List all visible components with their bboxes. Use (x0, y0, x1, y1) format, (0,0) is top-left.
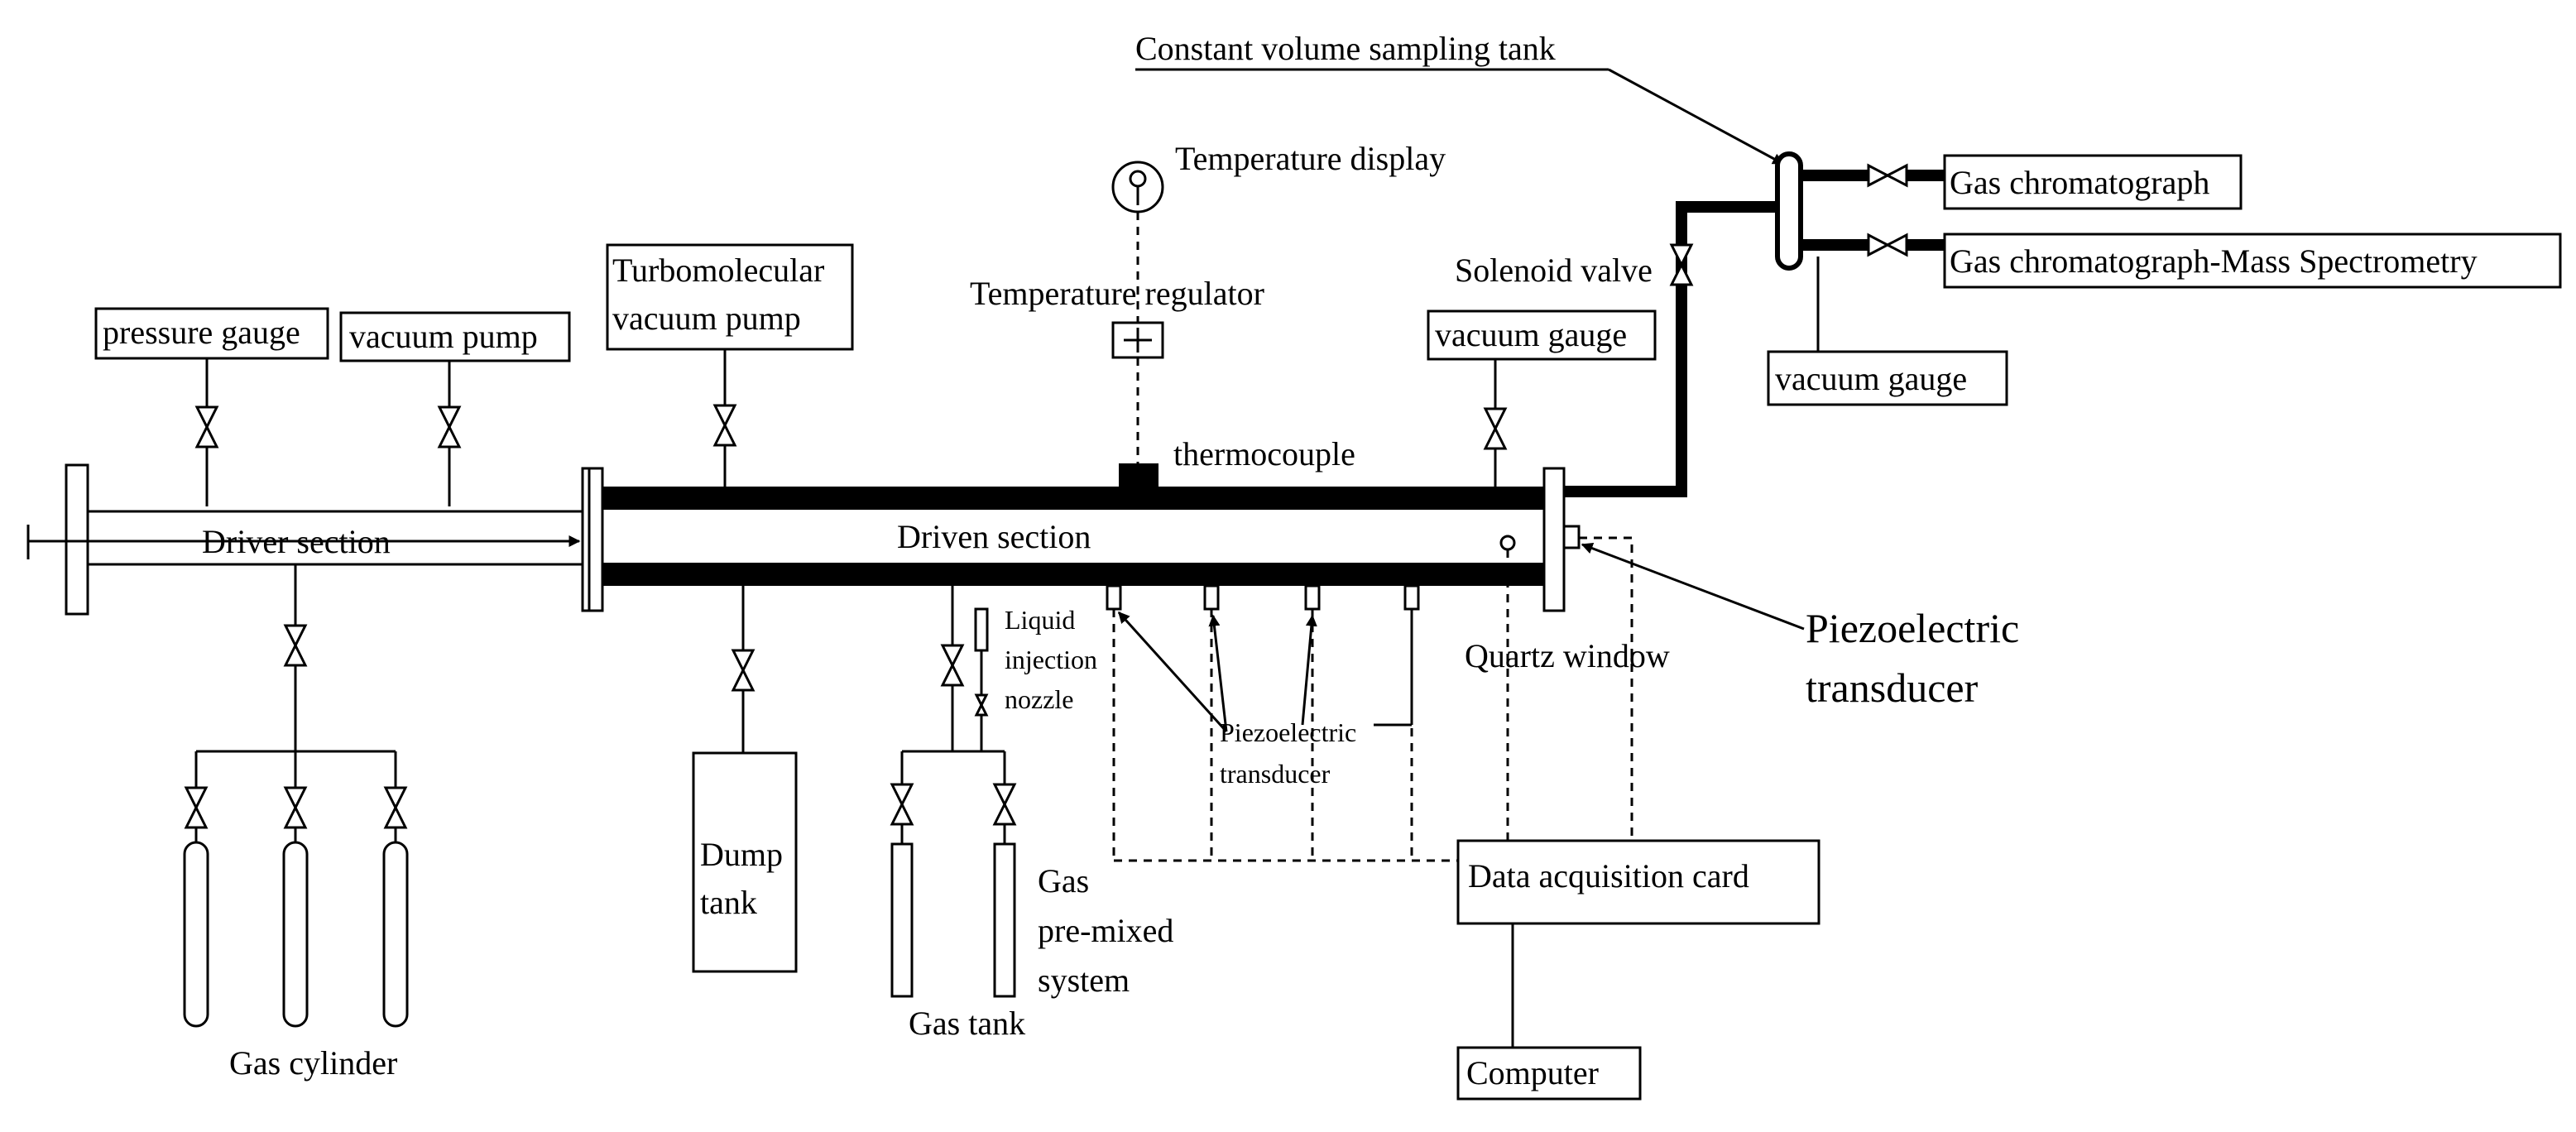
turbo-label-line1: Turbomolecular (612, 252, 824, 289)
computer-box: Computer (1456, 1046, 1642, 1101)
vacuum-gauge-right-label: vacuum gauge (1775, 360, 1967, 397)
dump-tank-label-line2: tank (700, 884, 757, 921)
dump-tank-connection (731, 586, 756, 753)
sampling-tank (1775, 151, 1803, 271)
side-wall-transducers (1106, 584, 1458, 862)
constant-volume-tank-label-group: Constant volume sampling tank (1135, 30, 1785, 165)
temperature-display-label: Temperature display (1175, 140, 1446, 177)
turbo-pump-connection (712, 349, 737, 487)
driver-section-label: Driver section (202, 523, 391, 560)
data-acquisition-label: Data acquisition card (1468, 857, 1749, 895)
gcms-label: Gas chromatograph-Mass Spectrometry (1950, 242, 2478, 280)
liquid-label-line3: nozzle (1005, 684, 1074, 714)
computer-label: Computer (1466, 1054, 1599, 1091)
solenoid-valve (1669, 243, 1694, 286)
temperature-regulator-label: Temperature regulator (970, 275, 1264, 312)
pressure-gauge-connection (194, 358, 219, 506)
liquid-label-line2: injection (1005, 645, 1097, 674)
sampling-pipe (1556, 201, 1777, 497)
driven-section-label: Driven section (897, 518, 1091, 555)
turbomolecular-pump-box: Turbomolecular vacuum pump (606, 243, 854, 351)
gas-cylinder-2 (282, 841, 309, 1028)
gas-premix-label-line1: Gas (1038, 862, 1089, 899)
vacuum-pump-connection (437, 361, 462, 506)
side-transducer-1 (1106, 584, 1122, 611)
vacuum-gauge-top-label: vacuum gauge (1435, 316, 1627, 353)
data-acquisition-box: Data acquisition card (1456, 839, 1820, 925)
piezo-big-label-line2: transducer (1806, 664, 1979, 711)
gas-tank-2 (993, 842, 1016, 998)
quartz-window-marker (1499, 535, 1516, 551)
gas-cylinder-manifold (183, 564, 409, 1028)
driven-section: Driven section (602, 467, 1581, 612)
pressure-gauge-box: pressure gauge (94, 307, 329, 360)
dump-tank-label-line1: Dump (700, 836, 783, 873)
gas-cylinder-1 (183, 841, 209, 1028)
driven-wall-top (602, 487, 1546, 510)
gas-premix-label-line3: system (1038, 962, 1130, 999)
driver-section: Driver section (26, 463, 604, 616)
liquid-label-line1: Liquid (1005, 605, 1075, 635)
vacuum-gauge-top-connection (1483, 359, 1508, 487)
liquid-injection-nozzle (974, 607, 989, 652)
vacuum-gauge-right-box: vacuum gauge (1767, 350, 2008, 406)
gas-premix-connection (890, 586, 1017, 998)
piezo-small-label-line2: transducer (1220, 759, 1331, 789)
pressure-gauge-label: pressure gauge (103, 314, 300, 351)
quartz-window-label: Quartz window (1465, 637, 1670, 674)
dump-tank-box: Dump tank (692, 751, 798, 973)
gas-cylinder-label: Gas cylinder (229, 1044, 397, 1082)
driver-end-flange (65, 463, 89, 616)
gas-cylinder-3 (382, 841, 409, 1028)
piezo-small-label-line1: Piezoelectric (1220, 717, 1356, 747)
valve-gcms (1867, 233, 1908, 257)
side-transducer-3 (1304, 584, 1321, 611)
end-piezo-transducer (1562, 525, 1581, 549)
temperature-display (1111, 161, 1164, 213)
vacuum-pump-box: vacuum pump (339, 311, 571, 362)
vacuum-pump-label: vacuum pump (349, 318, 538, 355)
solenoid-valve-label: Solenoid valve (1455, 252, 1653, 289)
piezo-small-leaders (1117, 611, 1413, 733)
constant-volume-tank-leader (1608, 68, 1785, 165)
constant-volume-tank-label: Constant volume sampling tank (1135, 30, 1556, 67)
gas-chromatograph-label: Gas chromatograph (1950, 164, 2209, 201)
sampling-tank-assembly (1775, 151, 1945, 352)
gas-chromatograph-box: Gas chromatograph (1943, 154, 2243, 210)
turbo-label-line2: vacuum pump (612, 300, 801, 337)
gcms-box: Gas chromatograph-Mass Spectrometry (1943, 233, 2562, 289)
diaphragm-flange-right (588, 467, 604, 612)
vacuum-gauge-top-box: vacuum gauge (1427, 309, 1657, 361)
piezo-big-label-line1: Piezoelectric (1806, 605, 2019, 651)
driven-end-flange (1542, 467, 1566, 612)
gas-premix-label-line2: pre-mixed (1038, 912, 1173, 949)
temperature-regulator (1111, 321, 1164, 359)
thermocouple-label: thermocouple (1173, 435, 1355, 472)
gas-tank-1 (890, 842, 914, 998)
driven-wall-bottom (602, 563, 1546, 586)
side-transducer-2 (1203, 584, 1220, 611)
side-transducer-4 (1403, 584, 1420, 611)
gas-tank-label: Gas tank (909, 1005, 1025, 1042)
piezo-big-leader (1581, 542, 1805, 631)
valve-gc (1867, 163, 1908, 188)
